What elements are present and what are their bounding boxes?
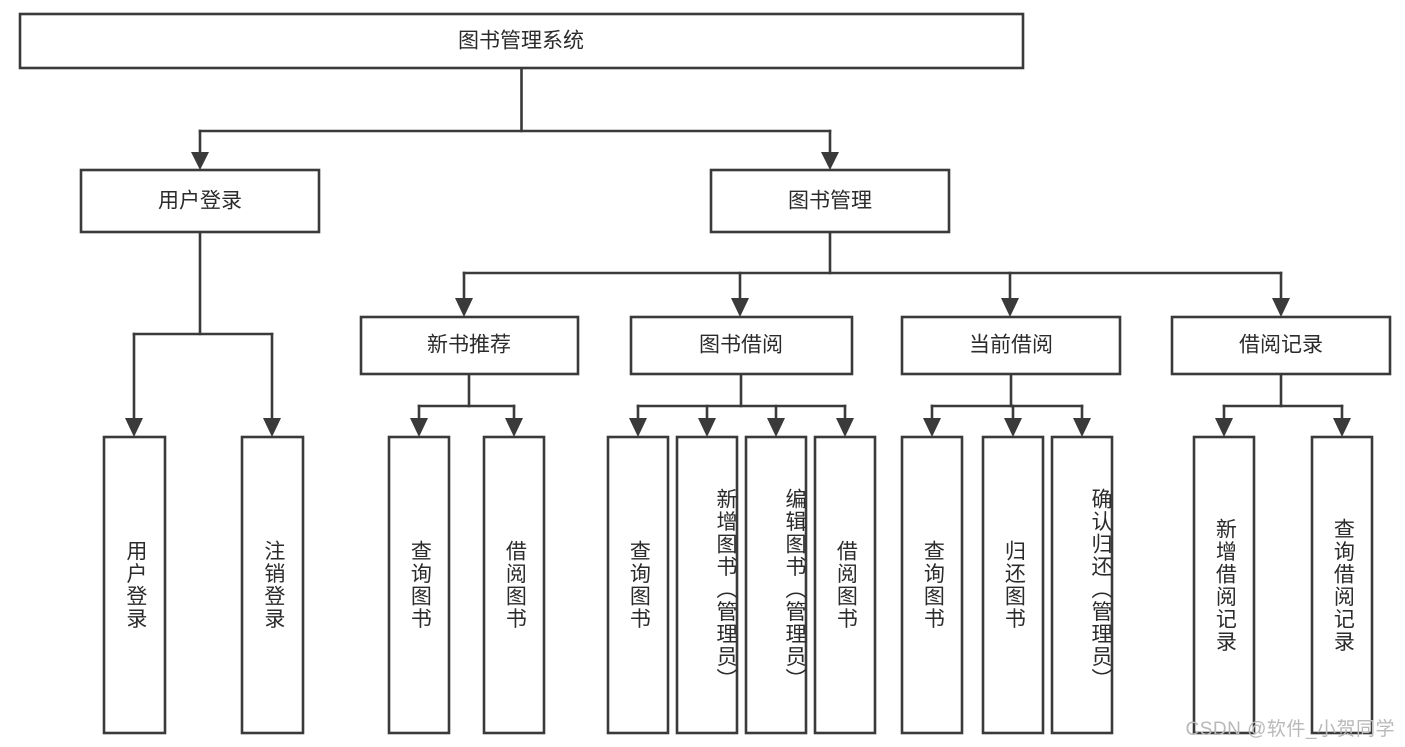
node-current-borrow-box[interactable] (900, 315, 1122, 376)
node-leaf-user-login-box[interactable] (102, 435, 167, 735)
node-book-borrow[interactable]: 图书借阅 (629, 315, 854, 376)
arrow-head-borrow-record (1272, 298, 1290, 317)
arrow-head-leaf-confirm-return (1073, 418, 1091, 437)
leaf-node-group (102, 435, 1374, 735)
arrow-head-leaf-borrow-book-1 (505, 418, 523, 437)
arrow-head-leaf-add-book (698, 418, 716, 437)
node-new-book-recommend[interactable]: 新书推荐 (359, 315, 580, 376)
node-book-borrow-box[interactable] (629, 315, 854, 376)
node-user-login-box[interactable] (79, 168, 321, 234)
node-user-login-label: 用户登录 (158, 190, 242, 213)
node-book-manage[interactable]: 图书管理 (709, 168, 951, 234)
node-leaf-borrow-book-1-box[interactable] (482, 435, 546, 735)
node-user-login[interactable]: 用户登录 (79, 168, 321, 234)
node-borrow-record[interactable]: 借阅记录 (1170, 315, 1392, 376)
node-root[interactable]: 图书管理系统 (18, 12, 1025, 70)
node-leaf-query-book-2-box[interactable] (606, 435, 670, 735)
node-root-label: 图书管理系统 (458, 30, 584, 53)
arrow-head-new-book-recommend (455, 298, 473, 317)
arrow-head-leaf-query-book-1 (410, 418, 428, 437)
node-leaf-borrow-book-2-box[interactable] (813, 435, 877, 735)
node-leaf-add-book-box[interactable] (675, 435, 739, 735)
node-book-manage-label: 图书管理 (788, 190, 872, 213)
csdn-watermark: CSDN @软件_小贺同学 (1185, 719, 1395, 740)
arrow-head-leaf-edit-book (767, 418, 785, 437)
node-leaf-query-record-box[interactable] (1310, 435, 1374, 735)
arrow-head-book-borrow (731, 298, 749, 317)
node-leaf-query-book-1-box[interactable] (387, 435, 451, 735)
node-borrow-record-box[interactable] (1170, 315, 1392, 376)
node-borrow-record-label: 借阅记录 (1239, 334, 1323, 357)
arrow-head-user-login (191, 152, 209, 170)
arrow-head-leaf-borrow-book-2 (836, 418, 854, 437)
arrow-head-leaf-add-record (1215, 418, 1233, 437)
node-book-manage-box[interactable] (709, 168, 951, 234)
node-current-borrow-label: 当前借阅 (969, 334, 1053, 357)
connector-group (125, 66, 1351, 437)
node-new-book-recommend-box[interactable] (359, 315, 580, 376)
node-leaf-query-book-3-box[interactable] (900, 435, 964, 735)
node-leaf-logout-box[interactable] (240, 435, 305, 735)
node-leaf-edit-book-box[interactable] (744, 435, 808, 735)
arrow-head-leaf-user-login (125, 418, 143, 437)
node-leaf-confirm-return-box[interactable] (1050, 435, 1114, 735)
node-leaf-add-record-box[interactable] (1192, 435, 1256, 735)
arrow-head-book-manage (821, 152, 839, 170)
arrow-head-leaf-query-book-3 (923, 418, 941, 437)
node-current-borrow[interactable]: 当前借阅 (900, 315, 1122, 376)
node-book-borrow-label: 图书借阅 (699, 334, 783, 357)
arrow-head-leaf-query-book-2 (629, 418, 647, 437)
node-new-book-recommend-label: 新书推荐 (427, 334, 511, 357)
arrow-head-leaf-query-record (1333, 418, 1351, 437)
node-root-box[interactable] (18, 12, 1025, 70)
arrow-head-leaf-logout (263, 418, 281, 437)
node-leaf-return-book-box[interactable] (981, 435, 1045, 735)
arrow-head-leaf-return-book (1004, 418, 1022, 437)
arrow-head-current-borrow (1001, 298, 1019, 317)
